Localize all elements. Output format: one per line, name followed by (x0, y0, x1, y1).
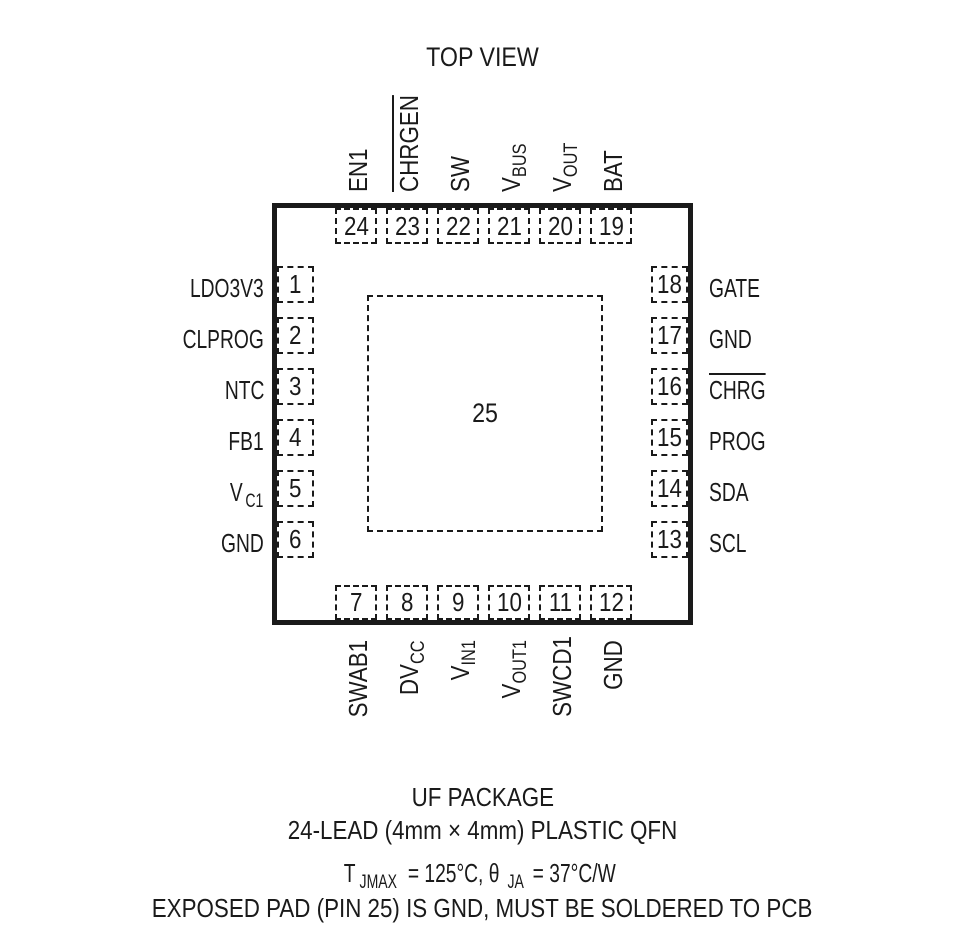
pin-label-gnd: GND (598, 640, 628, 690)
package-name: UF PACKAGE (411, 782, 554, 812)
package-description: 24-LEAD (4mm × 4mm) PLASTIC QFN (287, 815, 678, 845)
pin-10: 10 (488, 585, 530, 620)
pin-17: 17 (651, 317, 688, 354)
pin-label-gate: GATE (709, 273, 760, 303)
pin-6: 6 (277, 521, 314, 558)
pin-number: 12 (598, 587, 624, 617)
pin-number: 14 (657, 473, 682, 503)
pin-number: 15 (657, 422, 682, 452)
pin-label-gnd: GND (221, 528, 264, 558)
pin-7: 7 (335, 585, 377, 620)
pin-number: 2 (289, 320, 302, 350)
pin-number: 21 (496, 210, 522, 241)
pin-3: 3 (277, 368, 314, 405)
pin-20: 20 (539, 208, 581, 244)
pin-label-clprog: CLPROG (182, 324, 264, 354)
exposed-pad-number: 25 (472, 398, 498, 428)
pin-label-sw: SW (445, 155, 475, 192)
pin-16: 16 (651, 368, 688, 405)
view-title: TOP VIEW (426, 42, 539, 72)
pin-number: 24 (343, 210, 369, 241)
pin-label-sda: SDA (709, 477, 749, 507)
pin-19: 19 (590, 208, 632, 244)
pin-number: 1 (289, 269, 302, 299)
pin-label-prog: PROG (709, 426, 766, 456)
pin-label-ntc: NTC (224, 375, 264, 405)
pin-number: 18 (657, 269, 682, 299)
pin-8: 8 (386, 585, 428, 620)
pin-4: 4 (277, 419, 314, 456)
pin-12: 12 (590, 585, 632, 620)
pin-label-vout: VOUT (547, 142, 582, 192)
pin-number: 5 (289, 473, 302, 503)
pin-number: 8 (400, 587, 414, 617)
pin-24: 24 (335, 208, 377, 244)
pin-number: 13 (657, 524, 682, 554)
pin-label-swab1: SWAB1 (343, 639, 373, 718)
pin-label-dvcc: DVCC (394, 640, 429, 695)
pin-label-chrgen: CHRGEN (394, 95, 424, 192)
pin-number: 7 (349, 587, 363, 617)
exposed-pad (367, 295, 603, 532)
ic-package-outline (272, 203, 693, 625)
pin-number: 16 (657, 371, 682, 401)
pin-18: 18 (651, 266, 688, 303)
pin-number: 11 (548, 587, 572, 617)
pin-label-ldo3v3: LDO3V3 (190, 273, 264, 303)
pin-label-gnd: GND (709, 324, 752, 354)
pin-number: 3 (289, 371, 302, 401)
pin-2: 2 (277, 317, 314, 354)
pin-5: 5 (277, 470, 314, 507)
pin-label-vout1: VOUT1 (496, 640, 531, 699)
pin-13: 13 (651, 521, 688, 558)
pin-label-en1: EN1 (343, 148, 373, 192)
pin-label-chrg: CHRG (709, 375, 766, 405)
pin-1: 1 (277, 266, 314, 303)
pin-number: 20 (547, 210, 573, 241)
pin-number: 22 (445, 210, 471, 241)
pin-23: 23 (386, 208, 428, 244)
pin-number: 17 (657, 320, 682, 350)
pin-label-bat: BAT (598, 150, 628, 192)
pin-number: 6 (289, 524, 302, 554)
pin-9: 9 (437, 585, 479, 620)
pin-11: 11 (539, 585, 581, 620)
pin-label-swcd1: SWCD1 (547, 636, 577, 717)
pin-22: 22 (437, 208, 479, 244)
pin-label-fb1: FB1 (228, 426, 264, 456)
pin-label-scl: SCL (709, 528, 747, 558)
pin-label-vin1: VIN1 (445, 640, 480, 681)
pin-number: 10 (496, 587, 522, 617)
pin-number: 19 (598, 210, 624, 241)
pin-21: 21 (488, 208, 530, 244)
pin-15: 15 (651, 419, 688, 456)
pin-number: 23 (394, 210, 420, 241)
pin-14: 14 (651, 470, 688, 507)
pin-label-vbus: VBUS (496, 143, 531, 192)
pin-number: 4 (289, 422, 302, 452)
pin-number: 9 (451, 587, 465, 617)
exposed-pad-note: EXPOSED PAD (PIN 25) IS GND, MUST BE SOL… (152, 893, 813, 923)
